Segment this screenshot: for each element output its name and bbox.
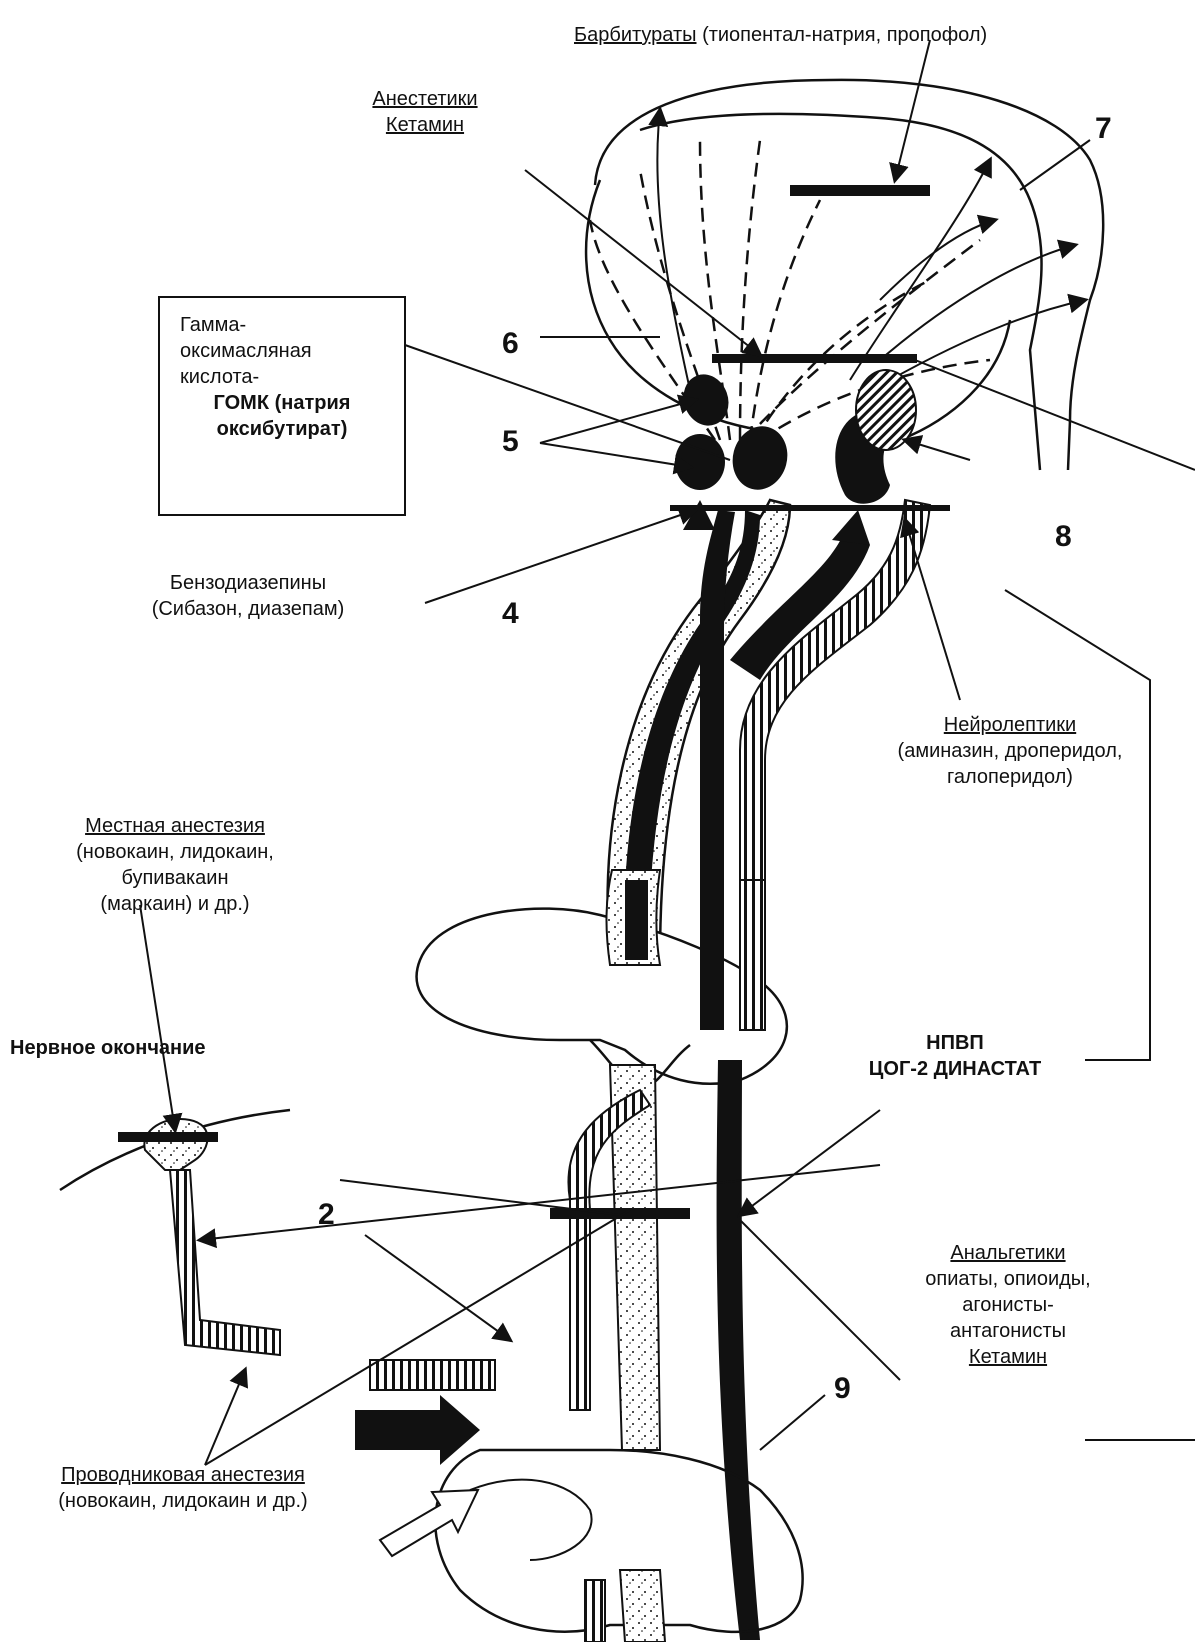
spinal-lower-grey bbox=[470, 1480, 592, 1560]
ghb-line3: кислота- bbox=[180, 364, 384, 390]
cortical-arrows bbox=[657, 110, 1085, 390]
peripheral-fibre-hatched bbox=[170, 1170, 280, 1355]
number-6: 6 bbox=[502, 327, 519, 361]
local-anesthesia-line2: (новокаин, лидокаин, bbox=[40, 839, 310, 865]
afferent-arrow-white bbox=[380, 1490, 478, 1556]
ghb-line1: Гамма- bbox=[180, 312, 384, 338]
number-4: 4 bbox=[502, 597, 519, 631]
hatched-tract-right-redraw bbox=[740, 880, 765, 1030]
black-arrow-thalamus-right bbox=[832, 510, 870, 545]
barbiturates-drugs: (тиопентал-натрия, пропофол) bbox=[702, 24, 987, 46]
number-8: 8 bbox=[1055, 520, 1072, 554]
black-tract-1-redraw bbox=[625, 880, 648, 960]
benzodiazepines-line2: (Сибазон, диазепам) bbox=[118, 596, 378, 622]
local-anesthesia-line4: (маркаин) и др.) bbox=[40, 891, 310, 917]
number-9: 9 bbox=[834, 1372, 851, 1406]
analgesics-line3: агонисты- bbox=[908, 1292, 1108, 1318]
ghb-box: Гамма- оксимасляная кислота- ГОМК (натри… bbox=[158, 296, 406, 516]
neuroleptics-line2: (аминазин, дроперидол, bbox=[860, 738, 1160, 764]
barbiturates-label: Барбитураты (тиопентал-натрия, пропофол) bbox=[574, 22, 987, 48]
nsaid-label: НПВП ЦОГ-2 ДИНАСТАТ bbox=[830, 1030, 1080, 1082]
nucleus-8-hatched bbox=[856, 370, 916, 450]
number-7: 7 bbox=[1095, 112, 1112, 146]
neuroleptics-name: Нейролептики bbox=[860, 712, 1160, 738]
benzodiazepines-line1: Бензодиазепины bbox=[118, 570, 378, 596]
black-arrow-thalamus-left bbox=[683, 500, 715, 530]
analgesics-name: Анальгетики bbox=[908, 1240, 1108, 1266]
neuroleptics-label: Нейролептики (аминазин, дроперидол, гало… bbox=[860, 712, 1160, 790]
analgesics-label: Анальгетики опиаты, опиоиды, агонисты- а… bbox=[908, 1240, 1108, 1370]
spinal-black-column bbox=[717, 1060, 760, 1640]
anesthetics-label: Анестетики Кетамин bbox=[350, 86, 500, 138]
lower-dotted-exit bbox=[620, 1570, 665, 1642]
local-anesthesia-line3: бупивакаин bbox=[40, 865, 310, 891]
medulla-outline bbox=[417, 909, 787, 1084]
anesthetics-line2: Кетамин bbox=[350, 112, 500, 138]
local-anesthesia-name: Местная анестезия bbox=[40, 813, 310, 839]
ghb-line5: оксибутират) bbox=[180, 416, 384, 442]
nsaid-line1: НПВП bbox=[830, 1030, 1080, 1056]
black-tract-2-redraw bbox=[700, 880, 724, 1030]
neuroleptics-line3: галоперидол) bbox=[860, 764, 1160, 790]
brain-outline bbox=[586, 80, 1103, 470]
nsaid-line2: ЦОГ-2 ДИНАСТАТ bbox=[830, 1056, 1080, 1082]
receptor-knob bbox=[144, 1119, 207, 1170]
number-2: 2 bbox=[318, 1198, 335, 1232]
lower-hatched-exit bbox=[585, 1580, 605, 1642]
ghb-line4: ГОМК (натрия bbox=[180, 390, 384, 416]
barbiturates-name: Барбитураты bbox=[574, 24, 697, 46]
afferent-arrow-black bbox=[355, 1395, 480, 1465]
dorsal-root-hatched bbox=[370, 1360, 495, 1390]
nerve-ending-label: Нервное окончание bbox=[10, 1035, 206, 1061]
analgesics-line5: Кетамин bbox=[908, 1344, 1108, 1370]
ghb-line2: оксимасляная bbox=[180, 338, 384, 364]
benzodiazepines-label: Бензодиазепины (Сибазон, диазепам) bbox=[118, 570, 378, 622]
analgesics-line4: антагонисты bbox=[908, 1318, 1108, 1344]
conduction-anesthesia-name: Проводниковая анестезия bbox=[18, 1462, 348, 1488]
analgesics-line2: опиаты, опиоиды, bbox=[908, 1266, 1108, 1292]
number-5: 5 bbox=[502, 425, 519, 459]
conduction-anesthesia-line2: (новокаин, лидокаин и др.) bbox=[18, 1488, 348, 1514]
conduction-anesthesia-label: Проводниковая анестезия (новокаин, лидок… bbox=[18, 1462, 348, 1514]
anesthetics-line1: Анестетики bbox=[350, 86, 500, 112]
local-anesthesia-label: Местная анестезия (новокаин, лидокаин, б… bbox=[40, 813, 310, 917]
